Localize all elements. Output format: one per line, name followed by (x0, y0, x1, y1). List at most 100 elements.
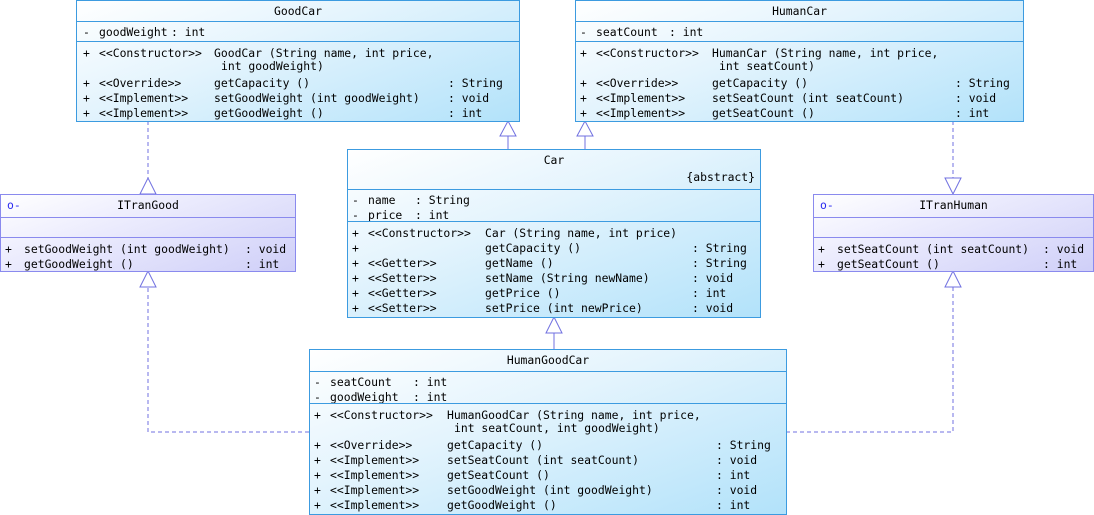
visibility: - (352, 208, 359, 222)
operation-signature: setName (String newName) (485, 271, 650, 285)
return-type: : int (245, 257, 280, 271)
visibility: - (580, 25, 587, 39)
stereotype: <<Getter>> (368, 256, 437, 270)
attribute-name: seatCount (596, 25, 658, 39)
visibility: + (352, 241, 359, 255)
stereotype: <<Constructor>> (368, 226, 471, 240)
class-car[interactable]: Car {abstract} -name : String -price : int + <<… (347, 149, 761, 318)
attribute-type: : int (413, 390, 448, 404)
stereotype: <<Implement>> (330, 498, 420, 512)
operations-section: +<<Constructor>>GoodCar (String name, in… (77, 41, 519, 121)
return-type: : void (716, 483, 758, 497)
stereotype: <<Constructor>> (330, 408, 433, 422)
visibility: + (314, 498, 321, 512)
stereotype: <<Setter>> (368, 271, 437, 285)
attributes-section: -seatCount: int-goodWeight: int (310, 371, 786, 404)
visibility: + (580, 91, 587, 105)
operation-signature-continued: int seatCount) (719, 59, 816, 73)
visibility: + (352, 286, 359, 300)
operation-signature: Car (String name, int price) (485, 226, 678, 240)
return-type: : int (448, 106, 483, 120)
return-type: : String (448, 76, 503, 90)
stereotype: <<Implement>> (596, 106, 686, 120)
visibility: - (314, 375, 321, 389)
operation-signature: setSeatCount (int seatCount) (712, 91, 905, 105)
operation-signature: HumanCar (String name, int price, (712, 46, 939, 60)
visibility: + (314, 483, 321, 497)
return-type: : void (448, 91, 490, 105)
attribute-type: : String (415, 193, 470, 207)
return-type: : String (716, 438, 771, 452)
realization-arrowhead (139, 269, 157, 288)
visibility: + (352, 226, 359, 240)
operation-signature: getCapacity () (447, 438, 544, 452)
return-type: : void (955, 91, 997, 105)
visibility: + (5, 242, 12, 256)
attributes-section: -name : String -price : int (348, 189, 760, 222)
operation-signature: setSeatCount (int seatCount) (837, 242, 1030, 256)
attribute-type: : int (415, 208, 450, 222)
class-humangoodcar[interactable]: HumanGoodCar-seatCount: int-goodWeight: … (309, 349, 787, 515)
realization-arrowhead (944, 269, 962, 288)
return-type: : int (716, 498, 751, 512)
operation-signature: setGoodWeight (int goodWeight) (214, 91, 420, 105)
return-type: : int (716, 468, 751, 482)
realization-humangoodcar-itrangood (147, 287, 309, 433)
operation-signature: setGoodWeight (int goodWeight) (447, 483, 653, 497)
return-type: : void (716, 453, 758, 467)
class-name: ITranHuman (919, 198, 988, 212)
visibility: + (818, 242, 825, 256)
visibility: - (352, 193, 359, 207)
stereotype: <<Getter>> (368, 286, 437, 300)
return-type: : int (1043, 257, 1078, 271)
class-goodcar[interactable]: GoodCar-goodWeight: int+<<Constructor>>G… (76, 0, 520, 122)
return-type: : int (955, 106, 990, 120)
operations-section: +setGoodWeight (int goodWeight): void+ge… (1, 237, 295, 271)
attribute-name: price (368, 208, 403, 222)
attributes-section (1, 217, 295, 238)
attribute-name: name (368, 193, 396, 207)
realization-arrowhead (944, 177, 962, 196)
visibility: + (314, 408, 321, 422)
visibility: + (352, 271, 359, 285)
visibility: + (314, 468, 321, 482)
visibility: + (314, 438, 321, 452)
visibility: + (352, 256, 359, 270)
visibility: - (83, 25, 90, 39)
class-name: HumanCar (772, 4, 827, 18)
class-name: ITranGood (117, 198, 179, 212)
return-type: : void (245, 242, 287, 256)
attribute-name: goodWeight (99, 25, 168, 39)
return-type: : String (692, 256, 747, 270)
stereotype: <<Implement>> (99, 91, 189, 105)
class-name: GoodCar (273, 4, 322, 18)
visibility: + (352, 301, 359, 315)
operation-signature: getCapacity () (712, 76, 809, 90)
return-type: : void (692, 301, 734, 315)
return-type: : void (1043, 242, 1085, 256)
stereotype: <<Constructor>> (596, 46, 699, 60)
operation-signature: getCapacity () (214, 76, 311, 90)
attributes-section: -goodWeight: int (77, 21, 519, 42)
return-type: : void (692, 271, 734, 285)
abstract-modifier: {abstract} (686, 170, 755, 184)
operation-signature: GoodCar (String name, int price, (214, 46, 434, 60)
class-name: Car (543, 153, 565, 167)
operation-signature-continued: int seatCount, int goodWeight) (454, 421, 660, 435)
visibility: + (83, 76, 90, 90)
operations-section: + <<Constructor>> HumanCar (String name, i… (576, 41, 1023, 121)
operation-signature: getName () (485, 256, 554, 270)
operation-signature: getGoodWeight () (214, 106, 324, 120)
operations-section: +<<Constructor>>HumanGoodCar (String nam… (310, 403, 786, 514)
generalization-arrowhead (576, 119, 594, 137)
visibility: + (314, 453, 321, 467)
class-humancar[interactable]: HumanCar -seatCount : int + <<Constructor>> H… (575, 0, 1024, 122)
attribute-type: : int (413, 375, 448, 389)
class-name: HumanGoodCar (506, 353, 590, 367)
attribute-name: seatCount (330, 375, 392, 389)
stereotype: <<Implement>> (596, 91, 686, 105)
generalization-arrowhead (499, 119, 517, 137)
